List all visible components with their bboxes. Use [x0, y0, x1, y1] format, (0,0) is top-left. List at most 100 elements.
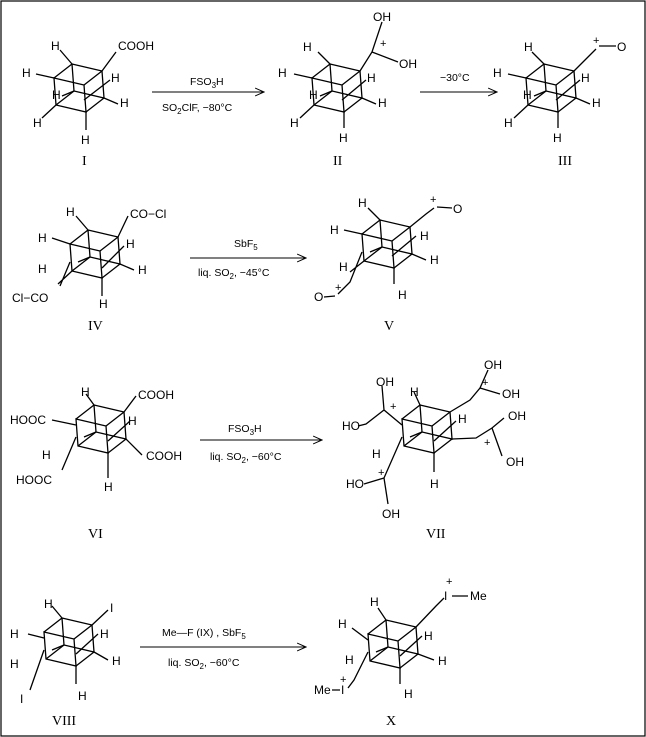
- substituent-label: OH: [508, 409, 526, 423]
- substituent-label: H: [111, 71, 120, 85]
- arrow-1: FSO3H SO2ClF, −80°C: [152, 76, 264, 116]
- compound-II: OH + OH H H H H H H H II: [278, 10, 417, 169]
- substituent-label: H: [424, 629, 433, 643]
- substituent-label: H: [430, 253, 439, 267]
- substituent-label: OH: [484, 358, 502, 372]
- substituent-label: CO−Cl: [130, 207, 166, 221]
- substituent-label: H: [438, 654, 447, 668]
- substituent-label: H: [504, 116, 513, 130]
- substituent-label: H: [66, 205, 75, 219]
- substituent-label: H: [309, 88, 318, 102]
- substituent-label: H: [10, 627, 19, 641]
- substituent-label: H: [358, 196, 367, 210]
- substituent-label: H: [22, 66, 31, 80]
- substituent-label: HOOC: [10, 413, 46, 427]
- substituent-label: H: [42, 448, 51, 462]
- substituent-label: H: [126, 237, 135, 251]
- substituent-label: H: [524, 40, 533, 54]
- substituent-label: H: [290, 116, 299, 130]
- substituent-label: H: [52, 88, 61, 102]
- substituent-label: H: [99, 297, 108, 311]
- substituent-label: O: [453, 202, 462, 216]
- compound-IV: CO−Cl Cl−CO H H H H H H IV: [12, 205, 166, 334]
- charge-label: +: [390, 401, 396, 413]
- substituent-label: I: [20, 692, 23, 706]
- compound-number: IV: [88, 319, 103, 334]
- arrow-2: −30°C: [420, 72, 497, 92]
- substituent-label: H: [112, 654, 121, 668]
- substituent-label: H: [420, 229, 429, 243]
- substituent-label: OH: [506, 455, 524, 469]
- substituent-label: COOH: [138, 388, 174, 402]
- substituent-label: H: [398, 288, 407, 302]
- substituent-label: Me: [314, 683, 331, 697]
- substituent-label: H: [104, 480, 113, 494]
- substituent-label: O: [314, 290, 323, 304]
- condition-below: liq. SO2, −60°C: [210, 451, 282, 465]
- compound-number: III: [558, 154, 572, 169]
- charge-label: +: [430, 194, 436, 206]
- substituent-label: H: [592, 96, 601, 110]
- condition-below: liq. SO2, −45°C: [198, 267, 270, 281]
- compound-number: I: [82, 154, 87, 169]
- substituent-label: H: [33, 116, 42, 130]
- reagent-above: FSO3H: [228, 423, 262, 437]
- substituent-label: H: [378, 96, 387, 110]
- substituent-label: H: [372, 447, 381, 461]
- substituent-label: H: [10, 657, 19, 671]
- reagent-above: FSO3H: [190, 76, 224, 90]
- compound-number: VII: [426, 527, 446, 542]
- arrow-4: FSO3H liq. SO2, −60°C: [200, 423, 322, 465]
- substituent-label: H: [430, 477, 439, 491]
- substituent-label: H: [367, 71, 376, 85]
- condition-below: liq. SO2, −60°C: [168, 657, 240, 671]
- condition-below: SO2ClF, −80°C: [162, 102, 233, 116]
- substituent-label: H: [370, 595, 379, 609]
- compound-number: II: [333, 154, 343, 169]
- substituent-label: H: [581, 71, 590, 85]
- substituent-label: Cl−CO: [12, 291, 48, 305]
- reagent-above: Me—F (IX) , SbF5: [162, 627, 246, 641]
- compound-number: V: [384, 319, 394, 334]
- substituent-label: H: [44, 597, 53, 611]
- compound-III: + O H H H H H H H III: [493, 35, 626, 169]
- substituent-label: H: [128, 414, 137, 428]
- charge-label: +: [340, 674, 346, 686]
- substituent-label: O: [617, 40, 626, 54]
- substituent-label: I: [110, 601, 113, 615]
- substituent-label: H: [339, 131, 348, 145]
- substituent-label: H: [78, 689, 87, 703]
- charge-label: +: [380, 38, 386, 50]
- compound-V: + O O + H H H H H H V: [314, 194, 462, 334]
- charge-label: +: [593, 35, 599, 47]
- substituent-label: H: [404, 687, 413, 701]
- substituent-label: H: [38, 231, 47, 245]
- substituent-label: H: [138, 263, 147, 277]
- charge-label: +: [484, 437, 490, 449]
- substituent-label: H: [278, 66, 287, 80]
- substituent-label: H: [339, 260, 348, 274]
- substituent-label: HO: [346, 477, 364, 491]
- reagent-above: SbF5: [234, 238, 258, 252]
- substituent-label: H: [38, 262, 47, 276]
- charge-label: +: [482, 377, 488, 389]
- arrow-5: Me—F (IX) , SbF5 liq. SO2, −60°C: [140, 627, 306, 671]
- compound-number: VI: [88, 527, 103, 542]
- substituent-label: OH: [376, 375, 394, 389]
- compound-I: COOH H H H H H H H I: [22, 39, 154, 169]
- charge-label: +: [446, 576, 452, 588]
- arrow-3: SbF5 liq. SO2, −45°C: [190, 238, 306, 281]
- compound-VI: COOH HOOC COOH HOOC H H H H VI: [10, 385, 182, 542]
- substituent-label: H: [51, 39, 60, 53]
- substituent-label: H: [81, 133, 90, 147]
- substituent-label: H: [338, 617, 347, 631]
- substituent-label: I: [444, 589, 447, 603]
- substituent-label: HO: [342, 419, 360, 433]
- substituent-label: H: [458, 412, 467, 426]
- substituent-label: H: [410, 385, 419, 399]
- charge-label: +: [335, 282, 341, 294]
- reagent-above: −30°C: [440, 72, 470, 84]
- substituent-label: H: [345, 653, 354, 667]
- substituent-label: COOH: [146, 449, 182, 463]
